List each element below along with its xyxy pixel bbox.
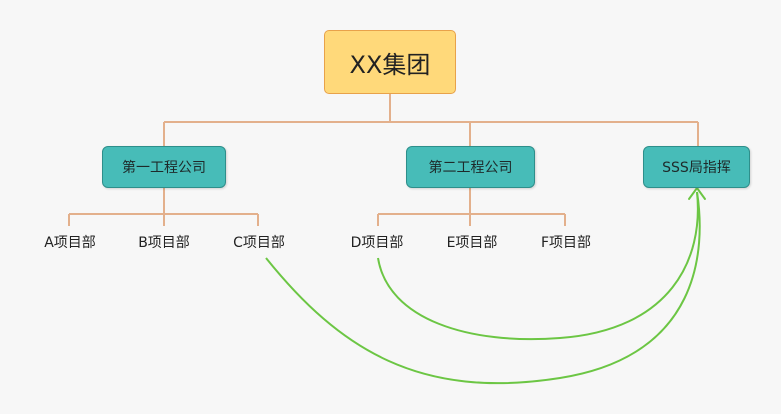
report-arrows [265,187,706,385]
tree-connectors [68,94,699,226]
project-node-a: A项目部 [44,235,96,251]
project-node-d: D项目部 [350,235,404,251]
project-node-b: B项目部 [138,235,190,251]
arrow-d-to-sss [377,191,699,341]
arrowhead-sss [688,187,706,200]
project-node-c: C项目部 [233,235,285,251]
company-node-1: 第一工程公司 [102,146,226,188]
company-node-2: 第二工程公司 [406,146,535,188]
project-node-f: F项目部 [540,235,592,251]
sss-command-node: SSS局指挥 [643,146,750,188]
arrow-c-to-sss [265,191,701,385]
project-node-e: E项目部 [446,235,498,251]
root-node-xx-group: XX集团 [324,30,456,94]
